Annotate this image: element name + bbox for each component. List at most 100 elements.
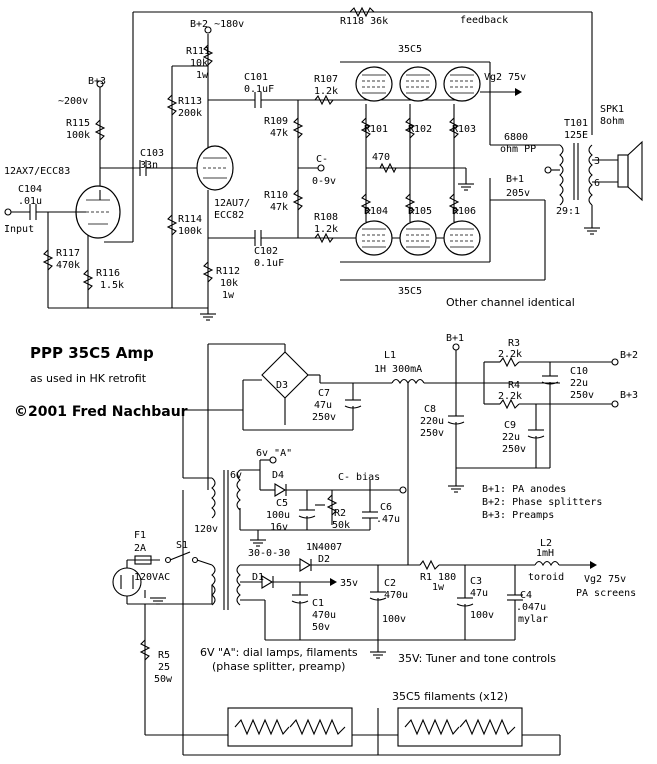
c3-voltage: 100v	[470, 610, 494, 621]
b2-top-label: B+2 ~180v	[190, 19, 244, 30]
r105-label: R105	[408, 206, 432, 217]
filament-bank-2	[397, 707, 523, 747]
spk1-name: SPK1	[600, 104, 624, 115]
r110-name: R110	[264, 190, 288, 201]
f1-fuse	[134, 555, 152, 565]
v200-label: ~200v	[58, 96, 88, 107]
b1-name: B+1	[506, 174, 524, 185]
legend-b2: B+2: Phase splitters	[482, 497, 602, 508]
30-0-30-label: 30-0-30	[248, 548, 290, 559]
r110-value: 47k	[270, 202, 288, 213]
c4-name: C4	[520, 590, 532, 601]
c8-voltage: 250v	[420, 428, 444, 439]
r3-value: 2.2k	[498, 349, 522, 360]
r3-resistor	[499, 356, 520, 368]
speaker-icon	[617, 154, 629, 188]
r114-resistor	[166, 214, 178, 236]
c10-voltage: 250v	[570, 390, 594, 401]
filament-bank-1	[227, 707, 353, 747]
c1-name: C1	[312, 598, 324, 609]
12au7-line1: 12AU7/	[214, 198, 250, 209]
t101-name: T101	[564, 118, 588, 129]
c104-name: C104	[18, 184, 42, 195]
r103-label: R103	[452, 124, 476, 135]
r111-value: 10k	[190, 58, 208, 69]
r107-name: R107	[314, 74, 338, 85]
6v-a-label: 6v "A"	[256, 448, 292, 459]
c-bias-terminal	[399, 486, 407, 494]
amp-labels: R118 36k feedback B+2 ~180v R111 10k 1w …	[4, 15, 624, 309]
tube-bot-label: 35C5	[398, 286, 422, 297]
c2-name: C2	[384, 578, 396, 589]
r5-name: R5	[158, 650, 170, 661]
pt-primary-upper	[211, 477, 216, 519]
r118-resistor	[349, 6, 375, 18]
6v-note-line2: (phase splitter, preamp)	[212, 660, 345, 673]
c9-value: 22u	[502, 432, 520, 443]
r117-name: R117	[56, 248, 80, 259]
l2-inductor	[534, 560, 560, 567]
c-minus-name: C-	[316, 154, 328, 165]
c103-value: 33n	[140, 160, 158, 171]
d3-label: D3	[276, 380, 288, 391]
c102-name: C102	[254, 246, 278, 257]
t101-primary	[559, 144, 564, 206]
ratio-label: 29:1	[556, 206, 580, 217]
r112-resistor	[202, 261, 214, 283]
other-channel-note: Other channel identical	[446, 296, 575, 309]
r106-label: R106	[452, 206, 476, 217]
page-title: PPP 35C5 Amp	[30, 344, 154, 362]
spk1-value: 8ohm	[600, 116, 624, 127]
amplifier-section	[4, 6, 643, 321]
r116-name: R116	[96, 268, 120, 279]
r2-name: R2	[334, 508, 346, 519]
d1-label: D1	[252, 572, 264, 583]
f1-name: F1	[134, 530, 146, 541]
r101-resistor	[360, 117, 372, 139]
r102-resistor	[404, 117, 416, 139]
t101-secondary	[588, 144, 593, 206]
pt-30v-winding	[236, 564, 241, 606]
c3-name: C3	[470, 576, 482, 587]
r116-resistor	[82, 269, 94, 291]
pp-line2: ohm PP	[500, 144, 536, 155]
c10-value: 22u	[570, 378, 588, 389]
input-label: Input	[4, 224, 34, 235]
input-jack[interactable]	[4, 208, 12, 216]
c-bias-label: C- bias	[338, 472, 380, 483]
b1-terminal	[452, 343, 460, 351]
r112-power: 1w	[222, 290, 235, 301]
r111-name: R111	[186, 46, 210, 57]
s1-switch[interactable]	[169, 551, 191, 561]
c5-name: C5	[276, 498, 288, 509]
pa-screens-label: PA screens	[576, 588, 636, 599]
c103-name: C103	[140, 148, 164, 159]
c-minus-terminal	[317, 164, 325, 172]
6v-label: 6v	[230, 470, 242, 481]
35v-note: 35V: Tuner and tone controls	[398, 652, 556, 665]
r2-pot	[326, 494, 338, 516]
b1-value: 205v	[506, 188, 530, 199]
r113-name: R113	[178, 96, 202, 107]
c102-value: 0.1uF	[254, 258, 284, 269]
r114-name: R114	[178, 214, 202, 225]
r117-value: 470k	[56, 260, 80, 271]
r109-value: 47k	[270, 128, 288, 139]
35v-label: 35v	[340, 578, 358, 589]
c2-voltage: 100v	[382, 614, 406, 625]
f1-value: 2A	[134, 543, 146, 554]
c101-value: 0.1uF	[244, 84, 274, 95]
c5-value: 100u	[266, 510, 290, 521]
c9-name: C9	[504, 420, 516, 431]
title-block: PPP 35C5 Amp as used in HK retrofit ©200…	[14, 344, 188, 420]
120v-label: 120v	[194, 524, 218, 535]
r110-resistor	[292, 189, 304, 211]
r113-value: 200k	[178, 108, 202, 119]
r4-resistor	[499, 398, 520, 410]
r112-value: 10k	[220, 278, 238, 289]
r117-resistor	[42, 249, 54, 271]
r4-value: 2.2k	[498, 391, 522, 402]
r5-resistor	[139, 639, 151, 661]
35c5-tube-4	[355, 220, 393, 256]
copyright-label: ©2001 Fred Nachbaur	[14, 404, 188, 420]
